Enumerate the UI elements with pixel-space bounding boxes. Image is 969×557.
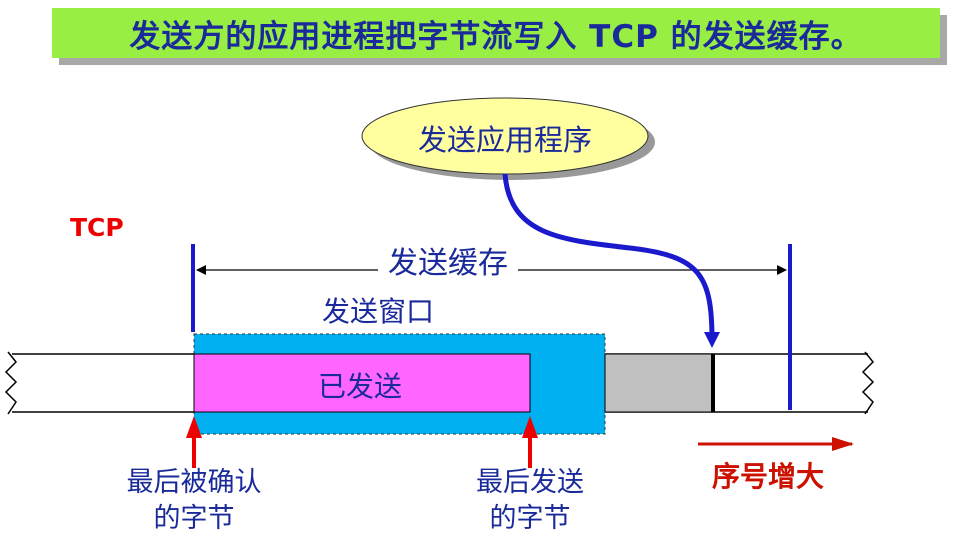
last-sent-arrow <box>522 416 538 468</box>
last-sent-line2: 的字节 <box>489 503 571 534</box>
window-label: 发送窗口 <box>322 295 435 328</box>
last-acked-line2: 的字节 <box>153 503 235 534</box>
title-banner: 发送方的应用进程把字节流写入 TCP 的发送缓存。 <box>52 8 940 58</box>
sent-region <box>193 353 531 413</box>
buffer-label: 发送缓存 <box>378 238 518 282</box>
sent-label: 已发送 <box>318 370 403 403</box>
last-acked-arrow <box>186 416 202 468</box>
last-sent-label: 最后发送 的字节 <box>445 465 615 537</box>
write-curve-arrow <box>502 173 720 348</box>
seq-increase-label: 序号增大 <box>712 460 825 493</box>
tcp-label: TCP <box>70 213 124 242</box>
left-break <box>4 351 18 415</box>
buffered-data-region <box>604 353 714 413</box>
title-text: 发送方的应用进程把字节流写入 TCP 的发送缓存。 <box>129 18 863 55</box>
right-break <box>861 351 875 415</box>
app-bubble-label: 发送应用程序 <box>417 123 592 157</box>
last-sent-line1: 最后发送 <box>476 467 584 498</box>
last-acked-label: 最后被确认 的字节 <box>104 465 284 537</box>
last-acked-line1: 最后被确认 <box>126 467 262 498</box>
